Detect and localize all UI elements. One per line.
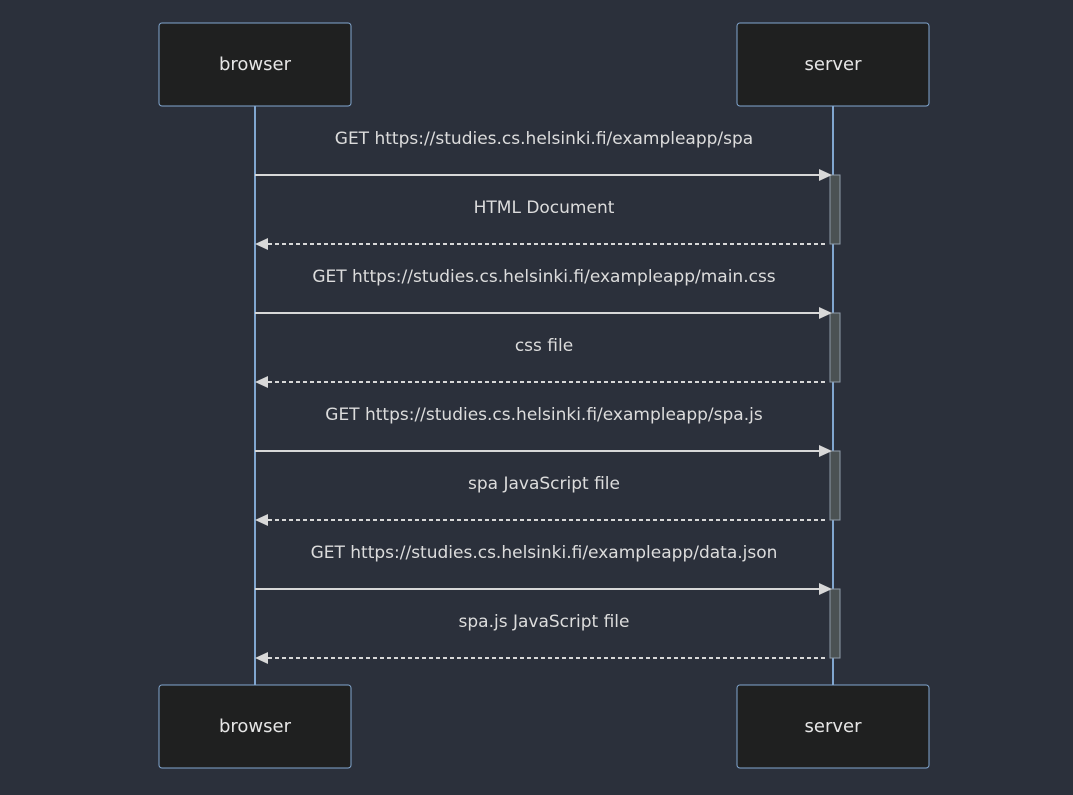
actor-label: server [805,54,863,75]
actor-browser-bottom: browser [158,684,352,769]
message-3: GET https://studies.cs.helsinki.fi/examp… [255,267,832,319]
actor-box [158,684,352,769]
actor-box [158,22,352,107]
arrowhead-icon [819,445,832,457]
actor-box [736,22,930,107]
message-label: GET https://studies.cs.helsinki.fi/examp… [335,129,753,149]
arrowhead-icon [255,652,268,664]
message-6: spa JavaScript file [255,474,825,526]
activation-bar [829,312,841,383]
message-5: GET https://studies.cs.helsinki.fi/examp… [255,405,832,457]
actor-label: server [805,716,863,737]
message-7: GET https://studies.cs.helsinki.fi/examp… [255,543,832,595]
message-1: GET https://studies.cs.helsinki.fi/examp… [255,129,832,181]
actor-server-top: server [736,22,930,107]
arrowhead-icon [819,307,832,319]
message-label: css file [515,336,573,356]
activation-bar [829,588,841,659]
message-label: spa JavaScript file [468,474,620,494]
message-label: GET https://studies.cs.helsinki.fi/examp… [311,543,778,563]
message-4: css file [255,336,825,388]
actor-box [736,684,930,769]
arrowhead-icon [255,376,268,388]
message-label: HTML Document [474,198,615,218]
message-label: spa.js JavaScript file [459,612,630,632]
arrowhead-icon [255,238,268,250]
activation-bar [829,450,841,521]
message-label: GET https://studies.cs.helsinki.fi/examp… [325,405,763,425]
message-2: HTML Document [255,198,825,250]
actor-browser-top: browser [158,22,352,107]
message-label: GET https://studies.cs.helsinki.fi/examp… [312,267,775,287]
activation-bar [829,174,841,245]
arrowhead-icon [255,514,268,526]
arrowhead-icon [819,169,832,181]
actor-label: browser [219,54,292,75]
arrowhead-icon [819,583,832,595]
actor-label: browser [219,716,292,737]
actor-server-bottom: server [736,684,930,769]
message-8: spa.js JavaScript file [255,612,825,664]
